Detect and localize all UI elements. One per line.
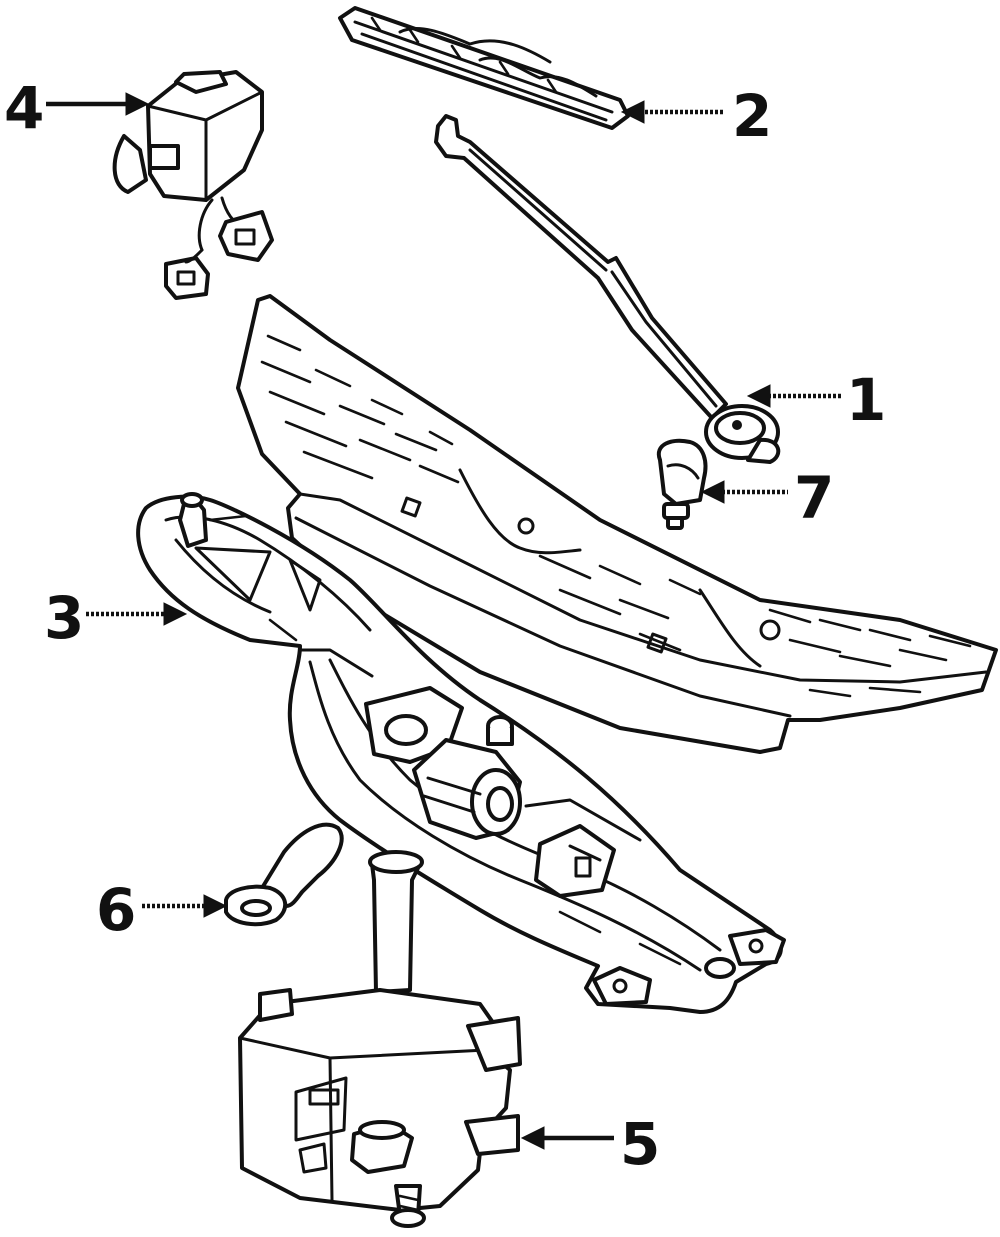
callout-4: 4 xyxy=(4,74,150,142)
callout-3-label: 3 xyxy=(44,584,84,652)
callout-2-label: 2 xyxy=(732,82,772,150)
callout-7: 7 xyxy=(700,464,834,532)
callout-1: 1 xyxy=(746,366,886,434)
callout-6-label: 6 xyxy=(96,876,136,944)
cowl-panel xyxy=(236,294,998,754)
callout-5: 5 xyxy=(520,1110,660,1178)
wiper-blade xyxy=(338,6,630,130)
wiper-control-module xyxy=(112,70,274,300)
callout-2: 2 xyxy=(620,82,772,150)
callout-6: 6 xyxy=(96,876,228,944)
wiper-arm xyxy=(434,114,781,464)
arm-cap xyxy=(656,438,708,530)
washer-reservoir xyxy=(238,850,522,1228)
hose-clip xyxy=(224,822,344,927)
wiper-linkage xyxy=(136,492,786,1014)
callout-5-label: 5 xyxy=(620,1110,660,1178)
callout-3: 3 xyxy=(44,584,188,652)
callout-7-label: 7 xyxy=(794,464,834,532)
callout-4-label: 4 xyxy=(4,74,44,142)
callout-1-label: 1 xyxy=(846,366,886,434)
